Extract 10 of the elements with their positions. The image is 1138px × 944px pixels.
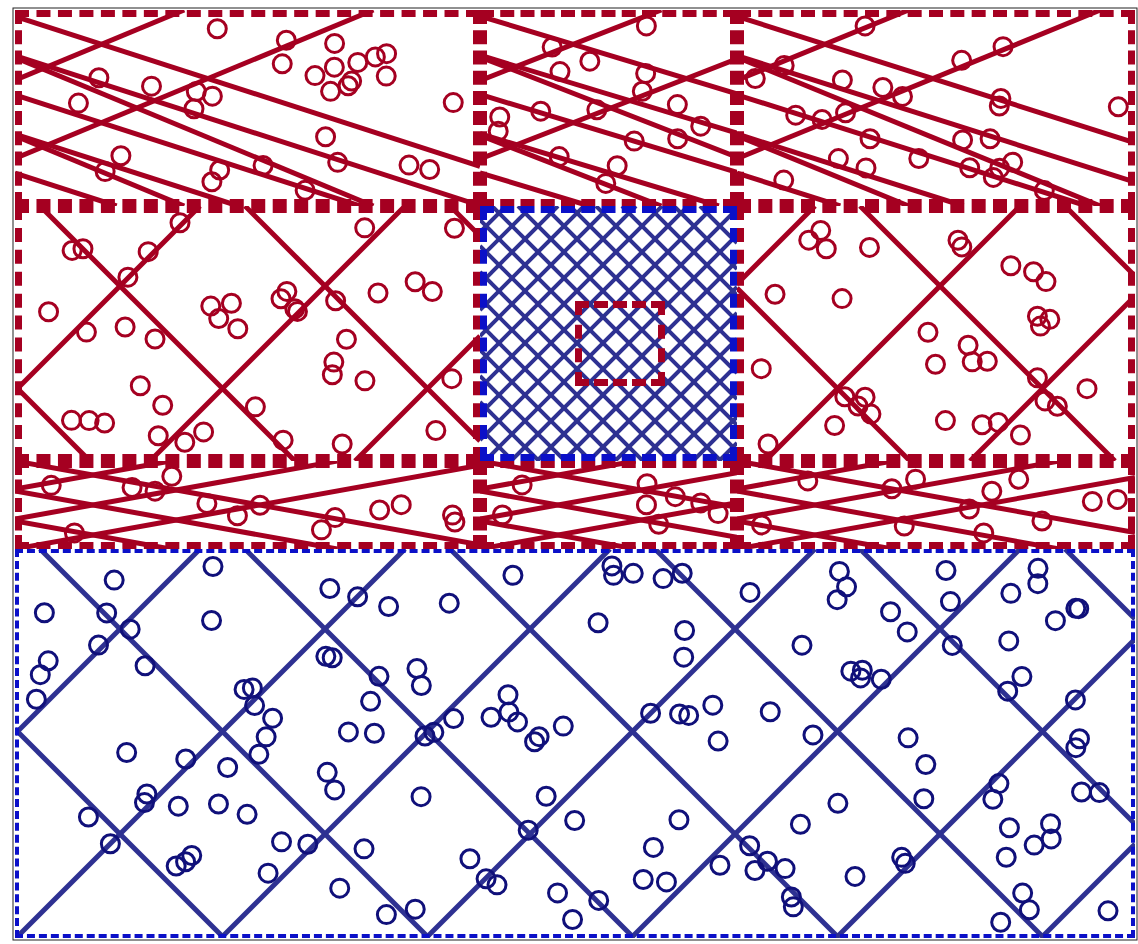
dashed-region <box>737 461 1135 549</box>
dashed-region <box>15 461 480 549</box>
dashed-region <box>575 301 665 386</box>
dashed-region <box>15 10 480 206</box>
dashed-region <box>737 10 1135 206</box>
dashed-region <box>480 461 737 549</box>
dashed-region <box>737 206 1135 461</box>
dashed-region <box>15 549 1135 938</box>
dashed-region <box>480 10 737 206</box>
dashed-region <box>15 206 480 461</box>
